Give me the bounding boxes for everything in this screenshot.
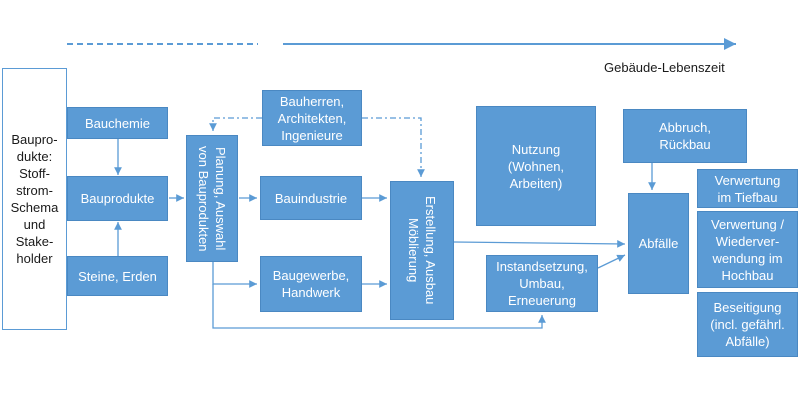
arrow-instandsetzung-abfaelle [597, 254, 626, 269]
timeline-label: Gebäude-Lebenszeit [604, 60, 725, 75]
box-planung-label: Planung, Auswahl von Bauprodukten [196, 145, 228, 252]
box-steine-erden: Steine, Erden [67, 256, 168, 296]
box-erstellung: Erstellung, Ausbau Möblierung [390, 181, 454, 320]
arrow-bauherren-planung [209, 117, 262, 131]
title-box: Baupro- dukte: Stoff- strom- Schema und … [2, 68, 67, 330]
box-bauindustrie: Bauindustrie [260, 176, 362, 220]
box-bauherren: Bauherren, Architekten, Ingenieure [262, 90, 362, 146]
box-bauchemie: Bauchemie [67, 107, 168, 139]
box-verwertung-hochbau: Verwertung / Wiederver- wendung im Hochb… [697, 211, 798, 288]
box-nutzung: Nutzung (Wohnen, Arbeiten) [476, 106, 596, 226]
box-abbruch: Abbruch, Rückbau [623, 109, 747, 163]
box-bauprodukte: Bauprodukte [67, 176, 168, 221]
box-abfaelle: Abfälle [628, 193, 689, 294]
box-planung: Planung, Auswahl von Bauprodukten [186, 135, 238, 262]
box-erstellung-label: Erstellung, Ausbau Möblierung [406, 196, 438, 305]
arrow-planung-instandsetzung [212, 284, 546, 329]
arrow-bauherren-erstellung [362, 117, 425, 177]
box-baugewerbe: Baugewerbe, Handwerk [260, 256, 362, 312]
box-verwertung-tiefbau: Verwertung im Tiefbau [697, 169, 798, 208]
arrow-erstellung-abfaelle [453, 240, 626, 248]
box-beseitigung: Beseitigung (incl. gefährl. Abfälle) [697, 292, 798, 357]
arrow-planung-baugewerbe [212, 262, 257, 288]
box-instandsetzung: Instandsetzung, Umbau, Erneuerung [486, 255, 598, 312]
